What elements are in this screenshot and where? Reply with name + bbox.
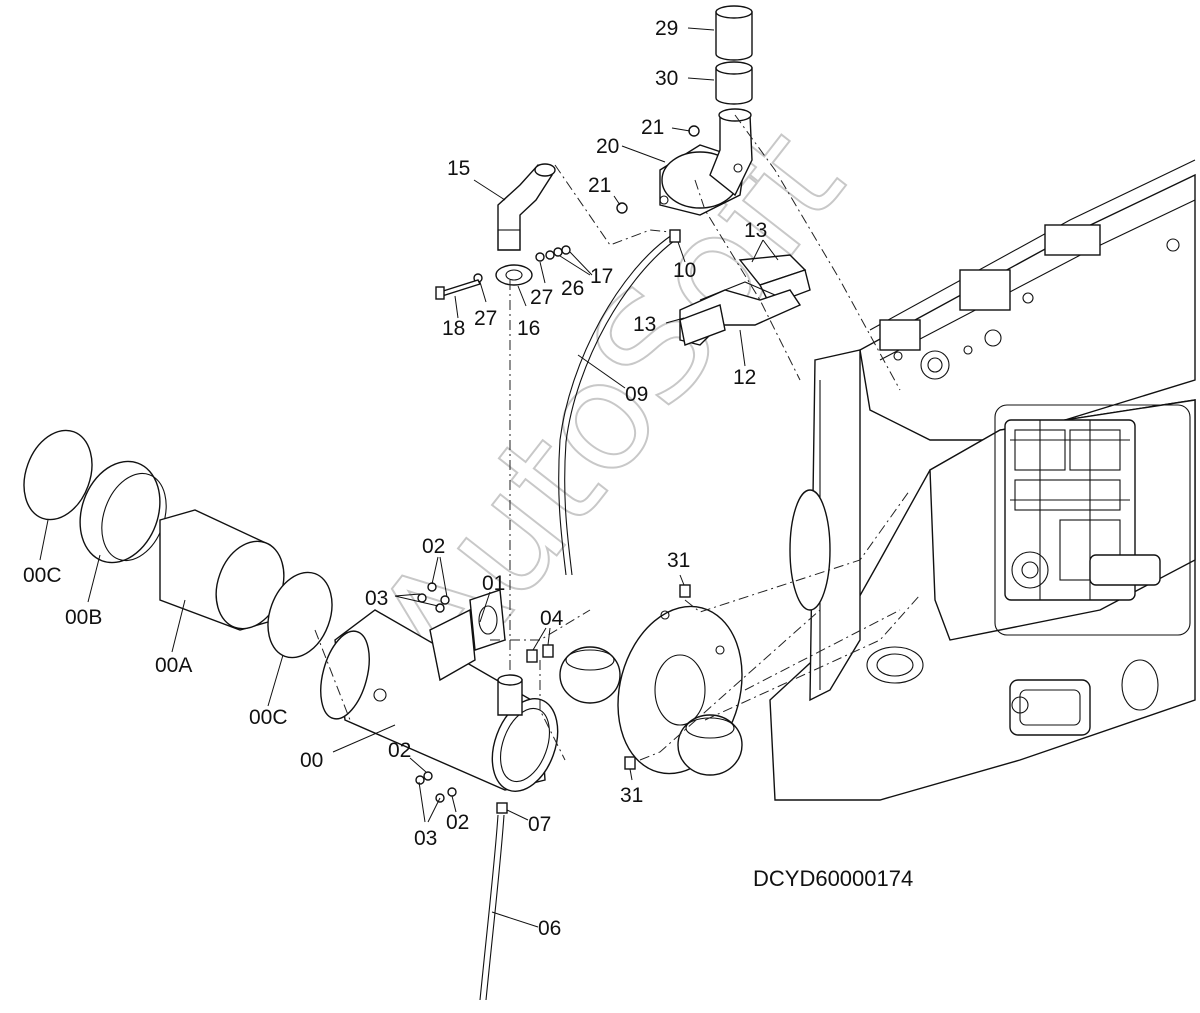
bolt-31-upper	[679, 584, 691, 598]
label-21-b: 21	[588, 174, 611, 197]
bolt-31-lower	[624, 756, 636, 770]
label-07: 07	[528, 813, 551, 836]
label-02-a: 02	[422, 535, 445, 558]
label-27-b: 27	[474, 307, 497, 330]
label-27-a: 27	[530, 286, 553, 309]
mount-bracket	[559, 605, 743, 776]
label-17: 17	[590, 265, 613, 288]
drain-hose-06	[479, 814, 499, 1001]
label-26: 26	[561, 277, 584, 300]
label-03-a: 03	[365, 587, 388, 610]
label-02-b: 02	[388, 739, 411, 762]
label-18: 18	[442, 317, 465, 340]
clamp-16	[495, 264, 533, 286]
label-01: 01	[482, 572, 505, 595]
ring-00C-right	[267, 571, 333, 659]
label-04: 04	[540, 607, 564, 630]
label-31-b: 31	[620, 784, 643, 807]
label-09: 09	[625, 383, 648, 406]
clamp-30	[715, 61, 753, 105]
label-00B: 00B	[65, 606, 102, 629]
bolt-18	[435, 279, 481, 300]
elbow-flange-20	[659, 108, 753, 216]
bolts-04	[526, 644, 554, 663]
label-00C-a: 00C	[23, 564, 62, 587]
fitting-10	[669, 229, 681, 243]
label-03-b: 03	[414, 827, 437, 850]
label-12: 12	[733, 366, 756, 389]
label-30: 30	[655, 67, 678, 90]
pipe-29	[715, 5, 753, 61]
callout-labels: 29 30 21 20 21 15 10 13 13 17 26 27 27 1…	[23, 17, 767, 940]
washers-26-27	[473, 245, 571, 283]
fitting-07	[496, 802, 508, 814]
flange-bracket-01	[429, 589, 506, 682]
band-00B	[79, 460, 167, 564]
label-10: 10	[673, 259, 696, 282]
label-00: 00	[300, 749, 323, 772]
label-02-c: 02	[446, 811, 469, 834]
hose-09	[558, 234, 673, 576]
bolt-21-lower	[616, 202, 628, 214]
bent-pipe-15	[497, 163, 556, 251]
label-16: 16	[517, 317, 540, 340]
label-00C-b: 00C	[249, 706, 288, 729]
muffler-00	[320, 609, 559, 792]
label-31-a: 31	[667, 549, 690, 572]
label-13-a: 13	[744, 219, 767, 242]
label-13-b: 13	[633, 313, 656, 336]
bolt-21-upper	[688, 125, 700, 137]
label-00A: 00A	[155, 654, 192, 677]
label-06: 06	[538, 917, 561, 940]
heat-shield-13-lower	[679, 304, 726, 346]
label-20: 20	[596, 135, 619, 158]
drawing-code: DCYD60000174	[753, 866, 913, 891]
label-21-a: 21	[641, 116, 664, 139]
label-29: 29	[655, 17, 678, 40]
ring-00C-left	[23, 429, 93, 521]
leader-lines	[39, 27, 779, 928]
nuts-02-03	[415, 582, 457, 803]
machine-frame	[769, 159, 1196, 801]
label-15: 15	[447, 157, 470, 180]
assembly-centerlines	[314, 114, 921, 761]
